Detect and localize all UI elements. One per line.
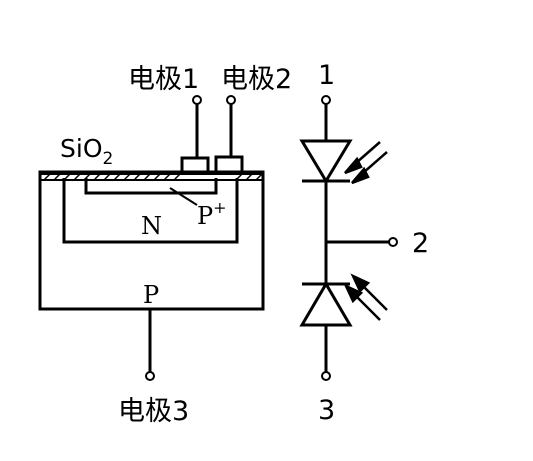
pplus-leader	[169, 187, 198, 206]
electrode1-label: 电极1	[128, 64, 199, 95]
lower-light-arrows-icon	[343, 273, 388, 321]
n-well	[62, 178, 239, 244]
p-region-label: P	[143, 281, 159, 309]
terminal3-node	[321, 371, 331, 381]
n-region-label: N	[141, 212, 162, 240]
lower-photodiode	[299, 281, 353, 327]
upper-photodiode	[299, 139, 353, 184]
electrode3-label: 电极3	[118, 396, 189, 427]
electrode2-pad	[214, 155, 244, 174]
electrode1-pad	[180, 156, 210, 174]
sio2-label: SiO2	[60, 134, 113, 169]
upper-light-arrows-icon	[344, 141, 388, 185]
schematic-symbol: 1 2 3	[299, 60, 429, 426]
electrode2-terminal	[226, 95, 236, 105]
terminal2-node	[388, 237, 398, 247]
electrode-leads	[148, 104, 233, 372]
pplus-region-label: P+	[197, 198, 227, 230]
sio2-layer	[40, 173, 263, 181]
terminal1-label: 1	[318, 60, 335, 91]
terminal2-label: 2	[412, 228, 429, 259]
pplus-region	[84, 178, 218, 195]
electrode2-label: 电极2	[221, 64, 292, 95]
terminal3-label: 3	[318, 395, 335, 426]
terminal1-node	[321, 95, 331, 105]
electrode1-terminal	[192, 95, 202, 105]
sio2-hatching	[43, 173, 263, 181]
electrode3-terminal	[145, 371, 155, 381]
